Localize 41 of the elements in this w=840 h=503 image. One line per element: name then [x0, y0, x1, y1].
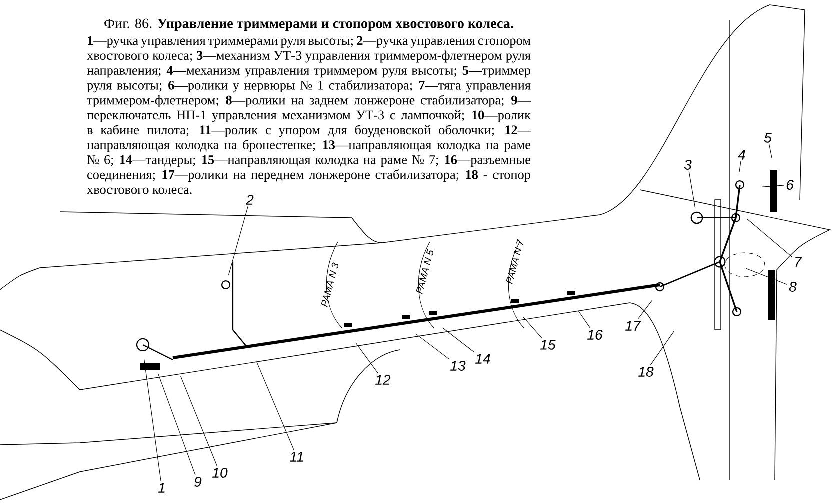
callout-number: 17 [626, 321, 642, 331]
leader-line [144, 359, 162, 482]
leader-line [256, 362, 295, 451]
callout-number: 2 [246, 195, 254, 205]
leader-line [739, 161, 742, 173]
leader-line [578, 310, 591, 329]
callout-number: 15 [540, 340, 556, 350]
callout-number: 1 [158, 483, 165, 493]
leader-line [416, 334, 450, 360]
callout-number: 16 [588, 330, 603, 340]
figure-title: Фиг. 86. Управление триммерами и стопором хвостового колеса. [104, 18, 514, 32]
callout-number: 10 [212, 468, 228, 478]
leader-line [180, 376, 218, 467]
callout-number: 7 [796, 257, 802, 267]
callout-number: 6 [786, 180, 794, 190]
callout-number: 13 [450, 361, 466, 371]
leader-line [638, 300, 652, 320]
leader-line [747, 219, 793, 258]
callout-number: 8 [789, 282, 797, 292]
callout-number: 4 [738, 150, 746, 160]
callout-number: 9 [194, 477, 202, 487]
frame-label: РАМА N 7 [506, 239, 524, 284]
callout-number: 14 [476, 354, 490, 364]
frame-label: РАМА N 3 [321, 262, 339, 308]
frame-label: РАМА N 5 [416, 249, 434, 294]
leader-line [762, 185, 785, 188]
leader-line [356, 342, 378, 374]
leader-line [688, 171, 696, 209]
callout-number: 5 [764, 133, 772, 143]
callout-number: 3 [684, 160, 692, 170]
callout-number: 12 [376, 375, 391, 385]
leader-line [158, 374, 196, 476]
leader-line [769, 144, 772, 159]
leader-line [523, 317, 542, 339]
caption-text: 1—ручка управления триммерами руля высоты; 2—ручка управления стопором хвостового колеса; 3—механизм УТ-3 управления триммером-флетнером руля направления; 4—механизм управления триммером руля высоты; 5—триммер руля высоты; 6—ролики у нервюры № 1 стабилизатора; 7—тяга управления триммером-флетнером; 8—ролики на заднем лонжероне стабилизатора; 9—переключатель НП-1 управления механизмом УТ-3 с лампочкой; 10—ролик в кабине пилота; 11—ролик с упором для боуденовской оболочки; 12—направляющая колодка на бронестенке; 13—направляющая колодка на раме № 6; 14—тандеры; 15—направляющая колодка на раме № 7; 16—разъемные соединения; 17—ролики на переднем лонжероне стабилизатора; 18 - стопор хвостового колеса. [87, 36, 532, 194]
leader-line [650, 330, 675, 366]
leader-line [746, 268, 788, 286]
leader-line [228, 206, 248, 276]
callout-number: 18 [638, 367, 654, 377]
callout-number: 11 [290, 452, 304, 462]
leader-line [442, 328, 475, 353]
